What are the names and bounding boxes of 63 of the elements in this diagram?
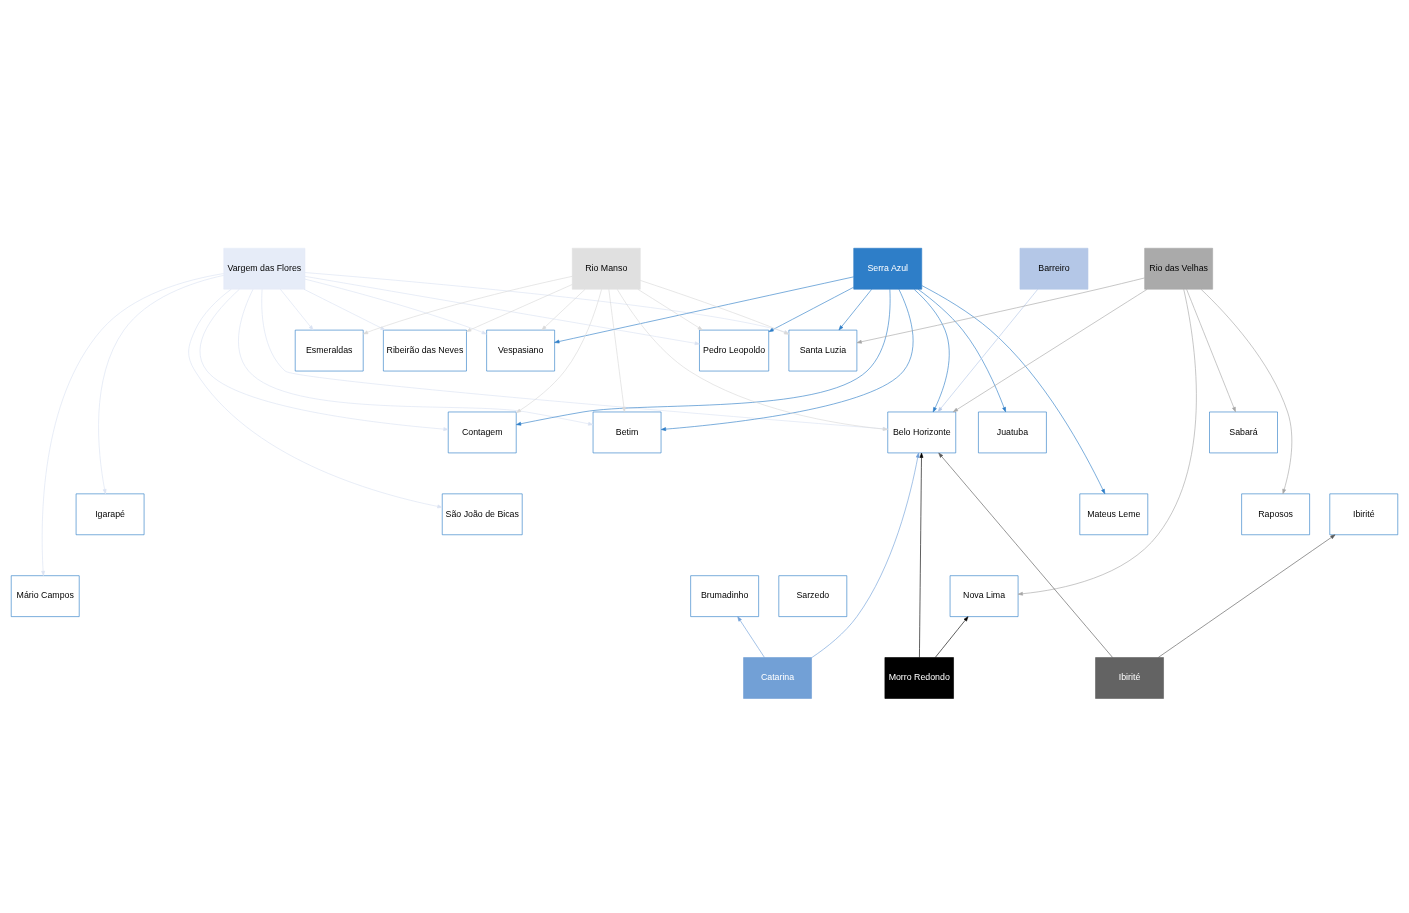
arrow <box>913 289 950 413</box>
node-box: Raposos <box>1241 493 1310 536</box>
arrow <box>617 289 888 431</box>
node-box: Ibirité <box>1095 657 1164 699</box>
arrow <box>811 452 920 659</box>
node-box: Juatuba <box>978 411 1047 454</box>
arrow <box>304 276 700 346</box>
node-box: Contagem <box>447 411 517 454</box>
node-box: Sabará <box>1209 411 1278 454</box>
arrow <box>934 616 969 658</box>
node-box: Serra Azul <box>853 247 923 290</box>
arrow <box>737 616 765 658</box>
node-box: Brumadinho <box>690 575 759 617</box>
node-box: Vespasiano <box>486 329 555 372</box>
node-box: Rio das Velhas <box>1144 247 1213 290</box>
arrow <box>554 276 854 344</box>
node-box: Nova Lima <box>949 575 1019 617</box>
arrow <box>304 278 487 335</box>
arrow <box>303 288 386 331</box>
arrow <box>919 452 924 658</box>
node-box: Mário Campos <box>10 575 80 617</box>
arrow <box>1186 288 1236 413</box>
node-box: Pedro Leopoldo <box>699 329 770 372</box>
arrow <box>938 452 1113 658</box>
node-box: Catarina <box>743 657 812 699</box>
arrow <box>199 288 449 431</box>
node-box: Vargem das Flores <box>223 247 306 290</box>
node-box: Barreiro <box>1019 247 1089 290</box>
node-box: Ribeirão das Neves <box>383 329 467 372</box>
arrow <box>541 288 586 331</box>
arrow <box>917 288 1006 413</box>
arrow <box>608 288 626 413</box>
arrow <box>637 288 703 331</box>
node-box: Santa Luzia <box>788 329 858 372</box>
node-box: Betim <box>592 411 662 454</box>
arrow <box>516 289 602 414</box>
arrow <box>261 289 888 431</box>
arrow <box>1200 289 1293 494</box>
node-box: Ibirité <box>1329 493 1399 536</box>
arrow <box>953 288 1148 413</box>
node-box: Rio Manso <box>571 247 641 290</box>
node-box: São João de Bicas <box>441 493 523 536</box>
arrow <box>188 288 443 509</box>
arrow <box>466 284 573 332</box>
arrow <box>856 277 1145 344</box>
node-box: Mateus Leme <box>1079 493 1149 536</box>
node-box: Morro Redondo <box>884 657 954 699</box>
arrow <box>921 285 1106 495</box>
arrow <box>1158 534 1336 658</box>
arrow <box>516 289 891 426</box>
arrow <box>238 288 594 426</box>
arrow <box>363 276 573 335</box>
node-box: Esmeraldas <box>294 329 364 372</box>
arrow <box>280 288 314 331</box>
arrow <box>98 275 224 495</box>
arrow <box>660 288 914 431</box>
node-box: Sarzedo <box>778 575 848 617</box>
node-box: Igarapé <box>75 493 145 536</box>
node-box: Belo Horizonte <box>887 411 957 454</box>
arrow <box>838 288 872 331</box>
arrow <box>1017 288 1197 596</box>
arrow <box>937 288 1039 413</box>
arrow <box>41 273 224 576</box>
